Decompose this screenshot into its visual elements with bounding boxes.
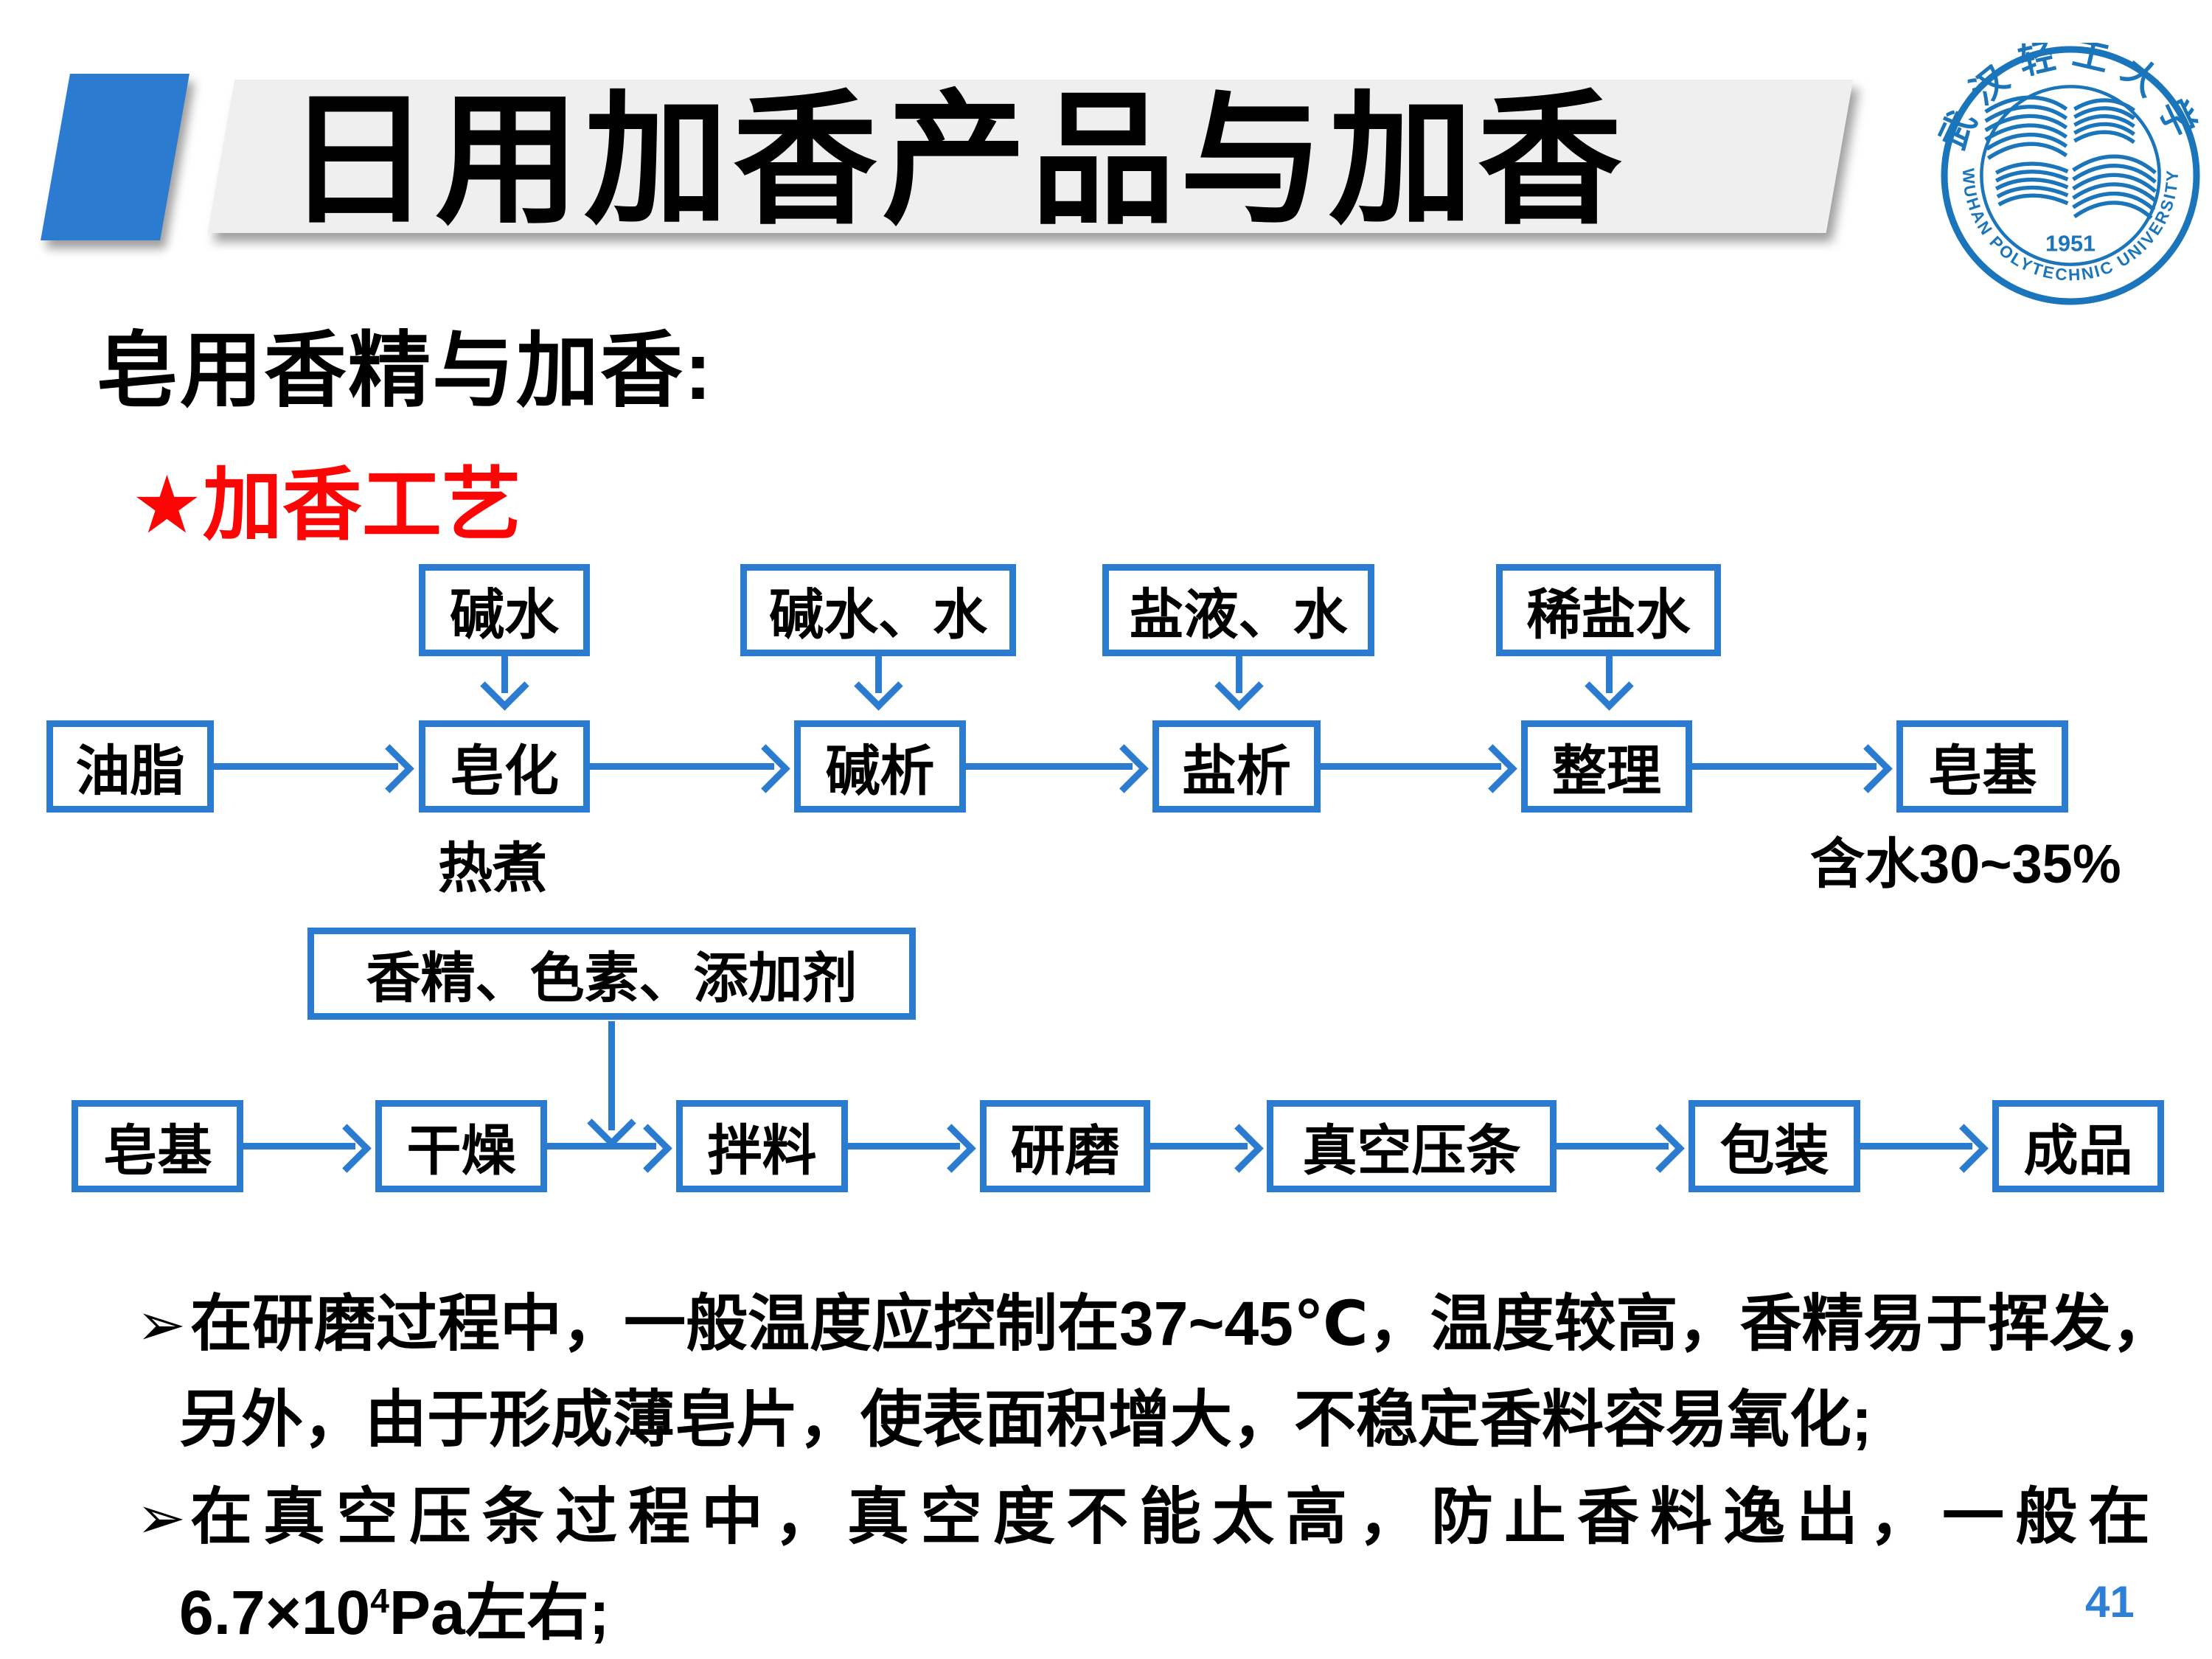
flow2-step-soapbase: 皂基: [72, 1100, 243, 1192]
flow2-step-dry: 干燥: [375, 1100, 547, 1192]
arrow-dilutesalt-to-finish: [1606, 656, 1613, 693]
note-hot-boil: 热煮: [438, 838, 547, 899]
flow2-step-product: 成品: [1992, 1100, 2164, 1192]
arrow-vacuum-pack: [1557, 1143, 1669, 1150]
bullet-1-text-1: 在研磨过程中，一般温度应控制在37~45℃，温度较高，香精易于挥发，: [190, 1289, 2174, 1358]
bullet-2-text-1: 在真空压条过程中，真空度不能太高，防止香料逸出，一般在: [190, 1482, 2162, 1551]
pressure-value: 6.7×10: [179, 1578, 371, 1647]
header-accent-parallelogram: [41, 74, 189, 240]
section-heading: 皂用香精与加香:: [96, 324, 714, 417]
bullet-2-line-1: ➢在真空压条过程中，真空度不能太高，防止香料逸出，一般在: [136, 1467, 2161, 1557]
bullet-marker-icon: ➢: [136, 1292, 187, 1357]
flow1-step-saltout: 盐析: [1152, 720, 1321, 813]
bullet-1-line-2: 另外，由于形成薄皂片，使表面积增大，不稳定香料容易氧化;: [179, 1370, 1872, 1459]
flow1-step-soapbase: 皂基: [1896, 720, 2068, 813]
bullet-1-text-2: 另外，由于形成薄皂片，使表面积增大，不稳定香料容易氧化;: [179, 1385, 1872, 1454]
logo-year: 1951: [2045, 232, 2096, 257]
page-number: 41: [2085, 1577, 2135, 1627]
arrow-saponify-alkali: [590, 763, 774, 770]
note-water-content: 含水30~35%: [1810, 833, 2121, 894]
flow2-step-mill: 研磨: [980, 1100, 1150, 1192]
logo-cn-text: 武汉轻工大学: [1938, 43, 2203, 155]
bullet-2-line-2: 6.7×104Pa左右;: [179, 1563, 610, 1652]
pressure-unit: Pa左右;: [389, 1578, 610, 1647]
flow2-step-vacuum-extrude: 真空压条: [1267, 1100, 1557, 1192]
arrow-mill-vacuum: [1150, 1143, 1248, 1150]
flow1-step-alkali: 碱析: [794, 720, 966, 813]
flow2-input-additives: 香精、色素、添加剂: [307, 928, 916, 1020]
flow1-step-saponify: 皂化: [419, 720, 590, 813]
arrow-soapbase-dry: [243, 1143, 355, 1150]
arrow-fat-saponify: [214, 763, 398, 770]
arrow-pack-product: [1860, 1143, 1972, 1150]
arrow-saltout-finish: [1321, 763, 1501, 770]
flow1-input-dilute-salt: 稀盐水: [1496, 564, 1721, 656]
arrow-finish-soapbase: [1692, 763, 1877, 770]
university-logo: 武汉轻工大学 WUHAN POLYTECHNIC UNIVERSITY 1951: [1933, 33, 2203, 308]
arrow-dry-mix: [547, 1143, 656, 1150]
arrow-lyewater-to-alkali: [875, 656, 882, 693]
arrow-lye-to-saponify: [501, 656, 508, 693]
pressure-exponent: 4: [370, 1582, 389, 1620]
flow2-step-mix: 拌料: [676, 1100, 848, 1192]
flow1-input-salt-water: 盐液、水: [1102, 564, 1374, 656]
flow2-step-pack: 包装: [1688, 1100, 1860, 1192]
arrow-alkali-saltout: [966, 763, 1133, 770]
arrow-saltwater-to-saltout: [1236, 656, 1242, 693]
bullet-1-line-1: ➢在研磨过程中，一般温度应控制在37~45℃，温度较高，香精易于挥发，: [136, 1274, 2174, 1363]
flow1-step-finish: 整理: [1521, 720, 1692, 813]
arrow-mix-mill: [848, 1143, 960, 1150]
arrow-additives-to-mix: [608, 1021, 615, 1130]
flow1-input-lye: 碱水: [419, 564, 590, 656]
university-logo-seal: 武汉轻工大学 WUHAN POLYTECHNIC UNIVERSITY 1951: [1933, 33, 2203, 305]
page-title: 日用加香产品与加香: [286, 80, 1627, 241]
flow1-input-lye-water: 碱水、水: [740, 564, 1016, 656]
bullet-marker-icon: ➢: [136, 1485, 187, 1551]
highlight-heading: ★加香工艺: [131, 460, 521, 549]
flow1-step-fat: 油脂: [46, 720, 214, 813]
